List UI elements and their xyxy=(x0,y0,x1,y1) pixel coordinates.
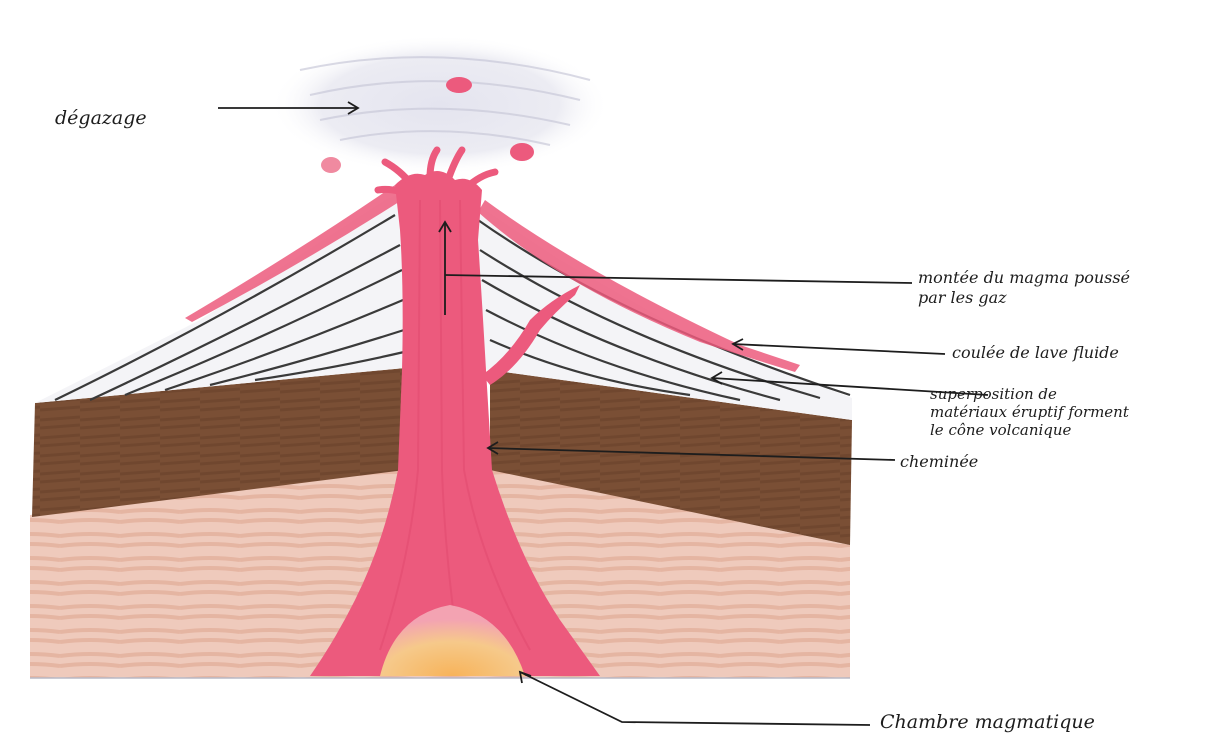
label-cheminee: cheminée xyxy=(900,452,978,472)
label-coulee-lave: coulée de lave fluide xyxy=(952,343,1119,363)
label-degazage: dégazage xyxy=(55,108,147,128)
label-montee-magma: montée du magma poussé par les gaz xyxy=(918,268,1130,308)
label-chambre-magmatique: Chambre magmatique xyxy=(880,712,1095,732)
label-superposition: superposition de matériaux éruptif forme… xyxy=(930,385,1129,439)
gas-cloud xyxy=(270,35,610,175)
